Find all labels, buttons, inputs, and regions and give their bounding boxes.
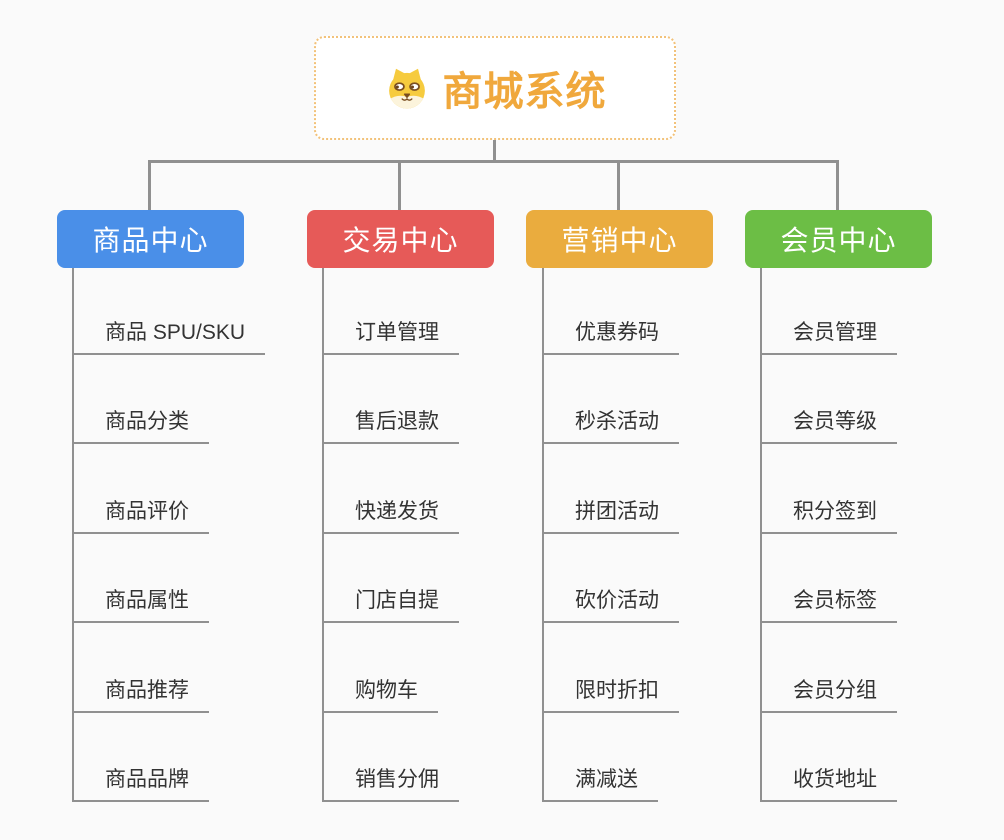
connector-root-drop (493, 138, 496, 163)
leaf-item[interactable]: 商品分类 (72, 404, 209, 444)
leaf-item[interactable]: 快递发货 (322, 494, 459, 534)
leaf-item[interactable]: 会员标签 (760, 583, 897, 623)
leaf-item[interactable]: 满减送 (542, 762, 658, 802)
dog-face-icon (388, 68, 425, 109)
leaf-item[interactable]: 销售分佣 (322, 762, 459, 802)
branch-label: 会员中心 (780, 225, 897, 256)
connector-drop-branch-4 (836, 160, 839, 210)
column-spine (72, 268, 74, 802)
connector-drop-branch-3 (617, 160, 620, 210)
column-spine (542, 268, 544, 802)
leaf-item[interactable]: 订单管理 (322, 315, 459, 355)
leaf-item[interactable]: 积分签到 (760, 494, 897, 534)
connector-drop-branch-2 (398, 160, 401, 210)
leaf-item[interactable]: 购物车 (322, 673, 438, 713)
leaf-item[interactable]: 会员分组 (760, 673, 897, 713)
branch-node-trade-center[interactable]: 交易中心 (307, 210, 494, 268)
column-spine (322, 268, 324, 802)
leaf-item[interactable]: 商品品牌 (72, 762, 209, 802)
leaf-item[interactable]: 砍价活动 (542, 583, 679, 623)
leaf-column-marketing-center: 优惠券码 秒杀活动 拼团活动 砍价活动 限时折扣 满减送 (542, 268, 792, 808)
leaf-item[interactable]: 收货地址 (760, 762, 897, 802)
leaf-item[interactable]: 秒杀活动 (542, 404, 679, 444)
leaf-column-member-center: 会员管理 会员等级 积分签到 会员标签 会员分组 收货地址 (760, 268, 1004, 808)
branch-node-marketing-center[interactable]: 营销中心 (526, 210, 713, 268)
leaf-item[interactable]: 会员等级 (760, 404, 897, 444)
leaf-column-trade-center: 订单管理 售后退款 快递发货 门店自提 购物车 销售分佣 (322, 268, 572, 808)
leaf-item[interactable]: 拼团活动 (542, 494, 679, 534)
connector-drop-branch-1 (148, 160, 151, 210)
branch-label: 营销中心 (561, 225, 678, 256)
root-node[interactable]: 商城系统 (314, 36, 676, 140)
leaf-item[interactable]: 商品评价 (72, 494, 209, 534)
branch-node-product-center[interactable]: 商品中心 (57, 210, 244, 268)
leaf-item[interactable]: 商品推荐 (72, 673, 209, 713)
branch-label: 交易中心 (342, 225, 459, 256)
leaf-item[interactable]: 会员管理 (760, 315, 897, 355)
branch-label: 商品中心 (92, 225, 209, 256)
leaf-item[interactable]: 门店自提 (322, 583, 459, 623)
root-title: 商城系统 (442, 70, 607, 114)
column-spine (760, 268, 762, 802)
leaf-column-product-center: 商品 SPU/SKU 商品分类 商品评价 商品属性 商品推荐 商品品牌 (72, 268, 322, 808)
leaf-item[interactable]: 商品 SPU/SKU (72, 315, 266, 355)
leaf-item[interactable]: 限时折扣 (542, 673, 679, 713)
connector-bus (148, 160, 839, 163)
leaf-item[interactable]: 商品属性 (72, 583, 209, 623)
leaf-item[interactable]: 优惠券码 (542, 315, 679, 355)
leaf-item[interactable]: 售后退款 (322, 404, 459, 444)
branch-node-member-center[interactable]: 会员中心 (745, 210, 932, 268)
